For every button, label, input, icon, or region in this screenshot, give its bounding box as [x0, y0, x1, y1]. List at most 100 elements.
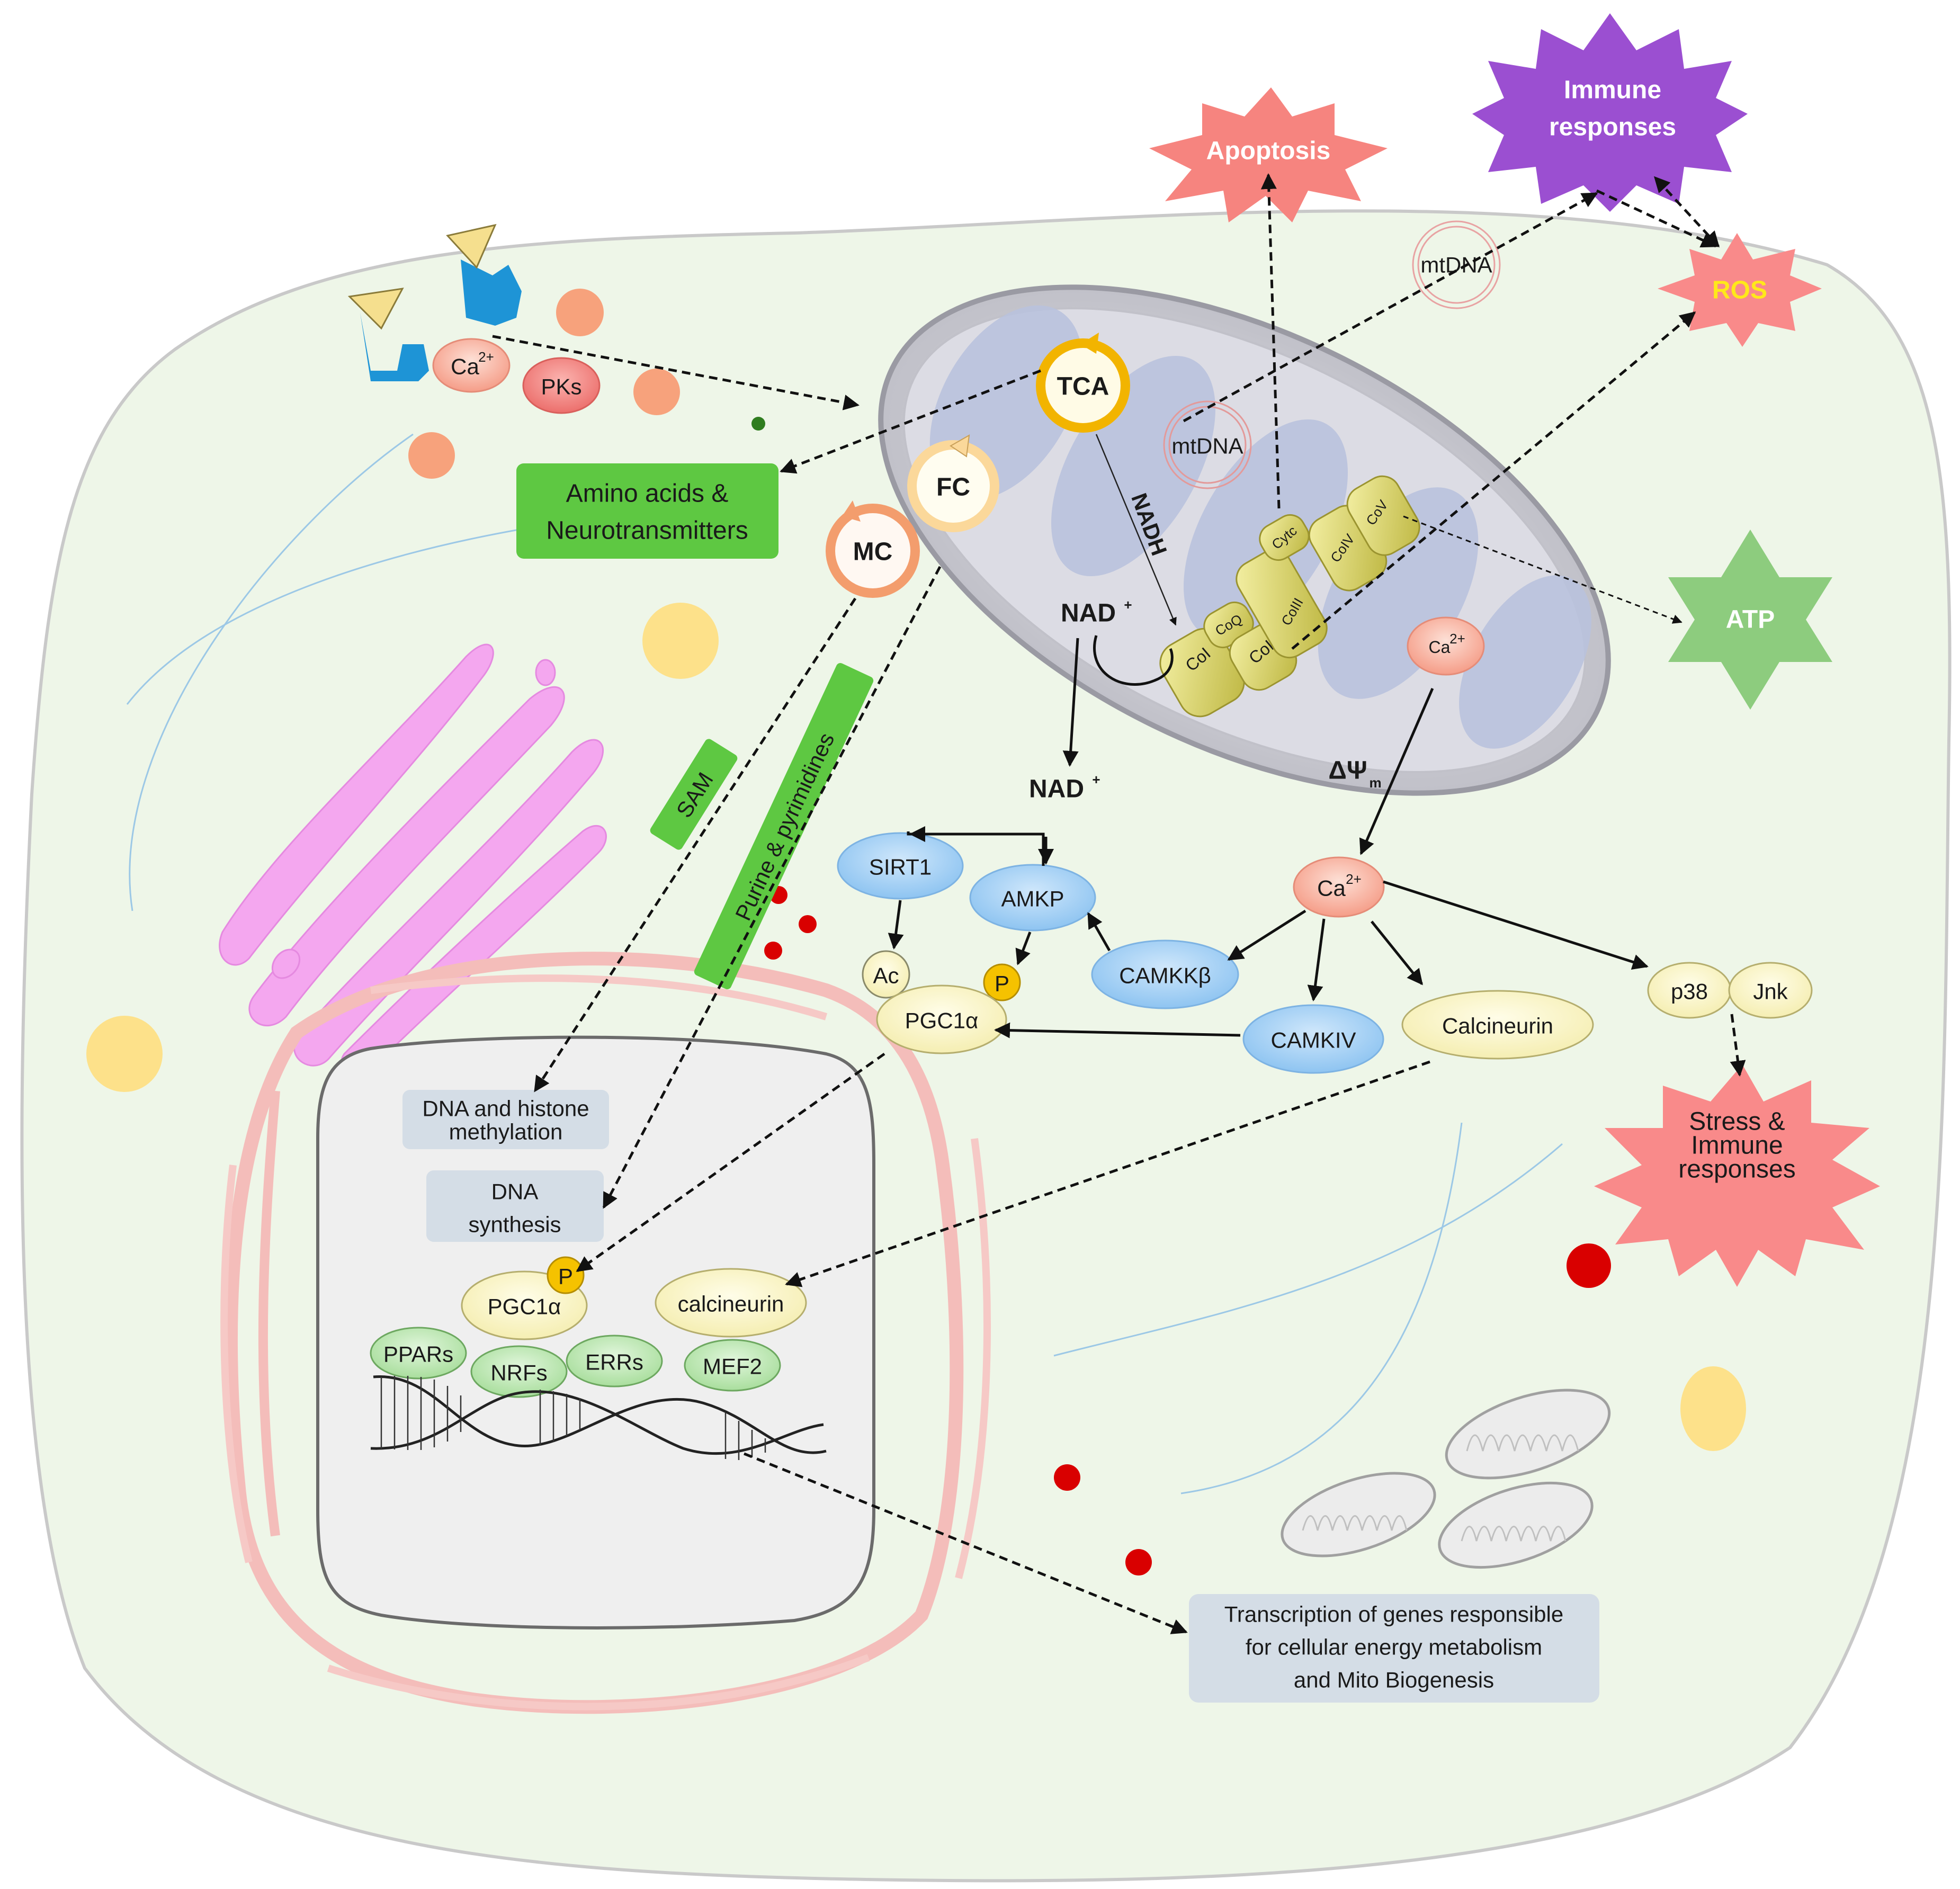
svg-text:Ca: Ca [451, 354, 479, 379]
dna-methylation-box: DNA and histone methylation [402, 1090, 609, 1149]
svg-text:methylation: methylation [449, 1120, 563, 1144]
calcineurin-nuclear-node: calcineurin [655, 1268, 807, 1338]
svg-text:PGC1α: PGC1α [488, 1294, 561, 1319]
apoptosis-burst: Apoptosis [1149, 87, 1388, 222]
svg-text:Calcineurin: Calcineurin [1442, 1014, 1553, 1038]
pks-node: PKs [522, 357, 601, 414]
svg-text:DNA and histone: DNA and histone [422, 1096, 589, 1121]
svg-text:Ca: Ca [1317, 876, 1346, 901]
atp-star: ATP [1668, 530, 1832, 710]
svg-text:ERRs: ERRs [585, 1350, 643, 1375]
svg-text:2+: 2+ [1346, 871, 1362, 887]
svg-text:mtDNA: mtDNA [1171, 434, 1243, 459]
svg-text:TCA: TCA [1057, 373, 1109, 401]
svg-text:+: + [1092, 772, 1100, 787]
complex-v [1346, 475, 1420, 556]
mtdna-outer: mtDNA [1412, 220, 1501, 309]
ca-membrane-node: Ca 2+ [432, 338, 511, 393]
svg-text:and Mito Biogenesis: and Mito Biogenesis [1294, 1668, 1494, 1693]
svg-text:Transcription of genes respons: Transcription of genes responsible [1224, 1602, 1563, 1627]
dna-synthesis-box: DNA synthesis [426, 1170, 604, 1242]
svg-text:P: P [995, 971, 1009, 996]
jnk-node: Jnk [1728, 962, 1813, 1019]
svg-text:MC: MC [853, 538, 893, 566]
svg-text:PKs: PKs [541, 374, 581, 399]
svg-text:ΔΨ: ΔΨ [1328, 757, 1367, 785]
errs-node: ERRs [566, 1335, 663, 1387]
svg-text:+: + [1124, 597, 1132, 613]
membrane-potential-label: ΔΨ m [1328, 757, 1381, 791]
svg-text:MEF2: MEF2 [703, 1354, 762, 1379]
svg-text:SIRT1: SIRT1 [869, 855, 932, 880]
svg-text:NRFs: NRFs [490, 1360, 547, 1385]
svg-text:2+: 2+ [478, 349, 494, 365]
svg-text:p38: p38 [1671, 979, 1708, 1004]
mc-cycle: MC [826, 500, 920, 598]
camkiv-node: CAMKIV [1242, 1004, 1384, 1074]
ca-mito-node: Ca 2+ [1407, 616, 1485, 676]
ac-node: Ac [862, 950, 910, 999]
svg-text:Amino acids &: Amino acids & [566, 480, 729, 508]
svg-text:responses: responses [1549, 113, 1676, 141]
svg-text:NAD: NAD [1029, 775, 1084, 803]
svg-text:AMKP: AMKP [1001, 887, 1064, 911]
ros-burst: ROS [1658, 233, 1822, 347]
svg-text:ATP: ATP [1726, 606, 1775, 634]
p-node-nuclear: P [547, 1256, 585, 1294]
svg-text:mtDNA: mtDNA [1420, 253, 1492, 277]
amkp-node: AMKP [969, 864, 1096, 932]
svg-text:Immune: Immune [1691, 1132, 1783, 1160]
ppars-node: PPARs [370, 1327, 467, 1380]
sirt1-node: SIRT1 [837, 832, 964, 900]
small-mitochondria [1281, 1389, 1611, 1569]
camkkb-node: CAMKKβ [1091, 939, 1239, 1009]
red-dots [764, 886, 1611, 1575]
tca-cycle: TCA [1036, 333, 1130, 433]
svg-text:for cellular energy metabolism: for cellular energy metabolism [1246, 1635, 1542, 1660]
mef2-node: MEF2 [684, 1339, 781, 1392]
cytochrome-c [1259, 514, 1310, 561]
p-node-cyto: P [983, 963, 1021, 1001]
amino-acids-box: Amino acids & Neurotransmitters [516, 463, 778, 559]
pgc1a-cyto-node: PGC1α [876, 984, 1007, 1054]
svg-text:Jnk: Jnk [1753, 979, 1788, 1004]
svg-text:Immune: Immune [1564, 76, 1661, 104]
nrfs-node: NRFs [470, 1345, 568, 1398]
pathway-arrows [492, 173, 1746, 1634]
svg-text:Ac: Ac [873, 963, 899, 988]
svg-text:Apoptosis: Apoptosis [1206, 137, 1331, 165]
svg-text:ROS: ROS [1712, 276, 1767, 305]
membrane-receptors [347, 223, 522, 381]
cytoskeleton [126, 433, 1563, 1494]
svg-text:synthesis: synthesis [468, 1212, 561, 1237]
svg-text:FC: FC [936, 473, 970, 502]
nad-cyto-label: NAD + [1029, 772, 1100, 803]
svg-text:PGC1α: PGC1α [905, 1008, 979, 1033]
svg-text:Neurotransmitters: Neurotransmitters [546, 517, 748, 545]
nad-mito-label: NAD + [1061, 597, 1132, 628]
dna-helix [370, 1375, 827, 1460]
golgi-apparatus [219, 643, 607, 1077]
svg-text:Ca: Ca [1429, 638, 1451, 657]
complex-iii [1236, 549, 1328, 659]
svg-text:CAMKIV: CAMKIV [1270, 1028, 1356, 1053]
electron-transport-chain: CoI CoQ CoII CoIII Cytc CoIV CoV [1159, 475, 1420, 718]
svg-text:CAMKKβ: CAMKKβ [1119, 963, 1211, 988]
endoplasmic-reticulum [220, 952, 991, 1714]
vesicles [86, 289, 1746, 1451]
fc-cycle: FC [907, 434, 999, 532]
calcineurin-node: Calcineurin [1401, 990, 1594, 1060]
stress-burst: Stress & Immune responses [1594, 1064, 1880, 1287]
ca-cyto-node: Ca 2+ [1293, 856, 1385, 918]
svg-text:2+: 2+ [1449, 631, 1465, 647]
svg-text:responses: responses [1678, 1156, 1795, 1184]
transcription-box: Transcription of genes responsible for c… [1189, 1594, 1599, 1703]
svg-text:PPARs: PPARs [383, 1342, 453, 1367]
p38-node: p38 [1647, 962, 1732, 1019]
svg-text:calcineurin: calcineurin [678, 1292, 784, 1317]
svg-text:NAD: NAD [1061, 599, 1116, 628]
svg-text:m: m [1369, 775, 1381, 791]
svg-text:DNA: DNA [491, 1179, 539, 1204]
